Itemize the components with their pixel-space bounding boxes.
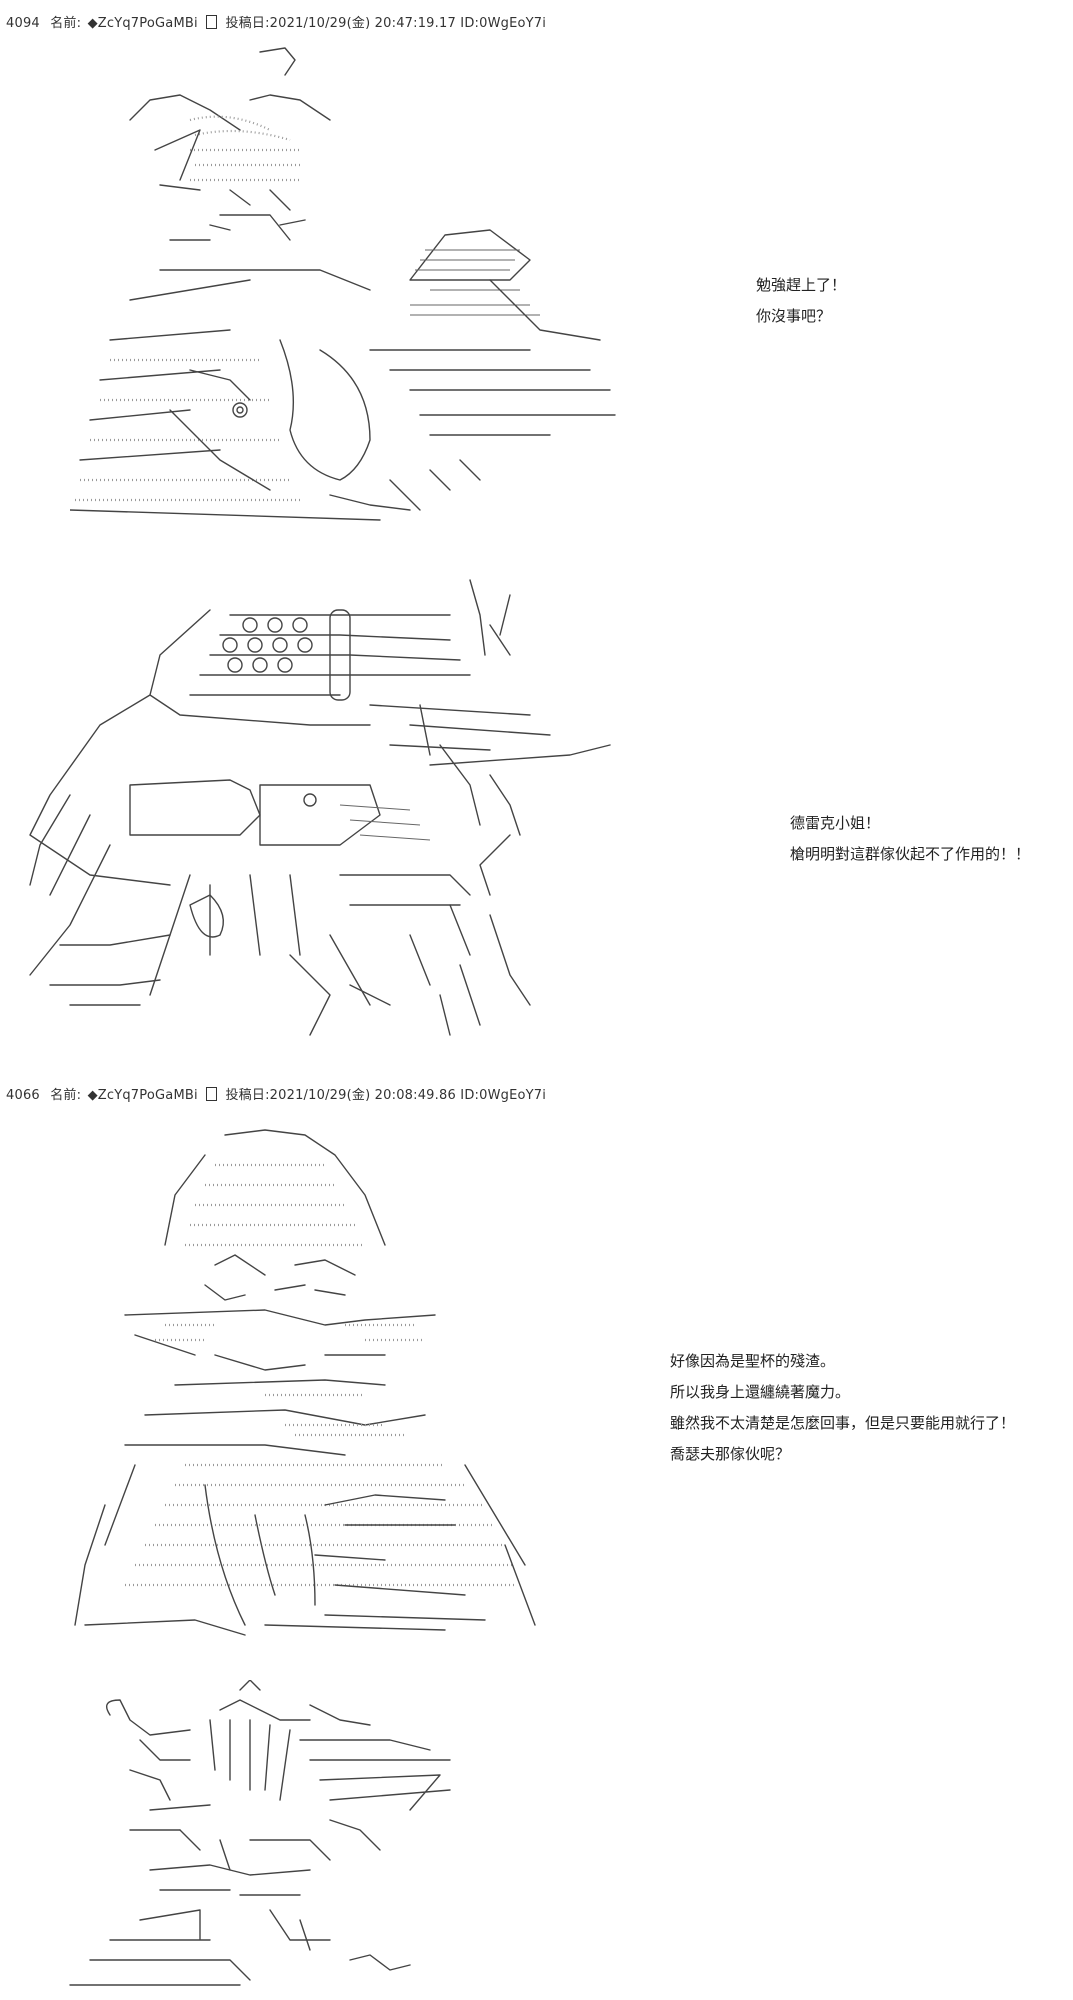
dialog-line: 喬瑟夫那傢伙呢？ [670,1445,791,1463]
dialog-line: 德雷克小姐！ [790,814,881,832]
post-date: 投稿日:2021/10/29(金) 20:47:19.17 [225,16,456,31]
post-date: 投稿日:2021/10/29(金) 20:08:49.86 [225,1088,456,1103]
post-number: 4066 [6,1088,40,1103]
post-id: ID:0WgEoY7i [460,1088,547,1103]
tripcode: ◆ZcYq7PoGaMBi [87,1088,198,1103]
missing-glyph-icon [206,1087,218,1101]
post-header: 4094 名前: ◆ZcYq7PoGaMBi 投稿日:2021/10/29(金)… [6,12,546,31]
dialog-line: 好像因為是聖杯的殘渣。 [670,1352,836,1370]
name-label: 名前: [50,1088,82,1103]
name-label: 名前: [50,16,82,31]
dialog-text: 勉強趕上了！ 你沒事吧？ [756,270,846,332]
dialog-line: 槍明明對這群傢伙起不了作用的！！ [790,845,1031,863]
tripcode: ◆ZcYq7PoGaMBi [87,16,198,31]
dialog-line: 所以我身上還纏繞著魔力。 [670,1383,851,1401]
ascii-art-mech-cannon [10,575,630,1045]
dialog-line: 勉強趕上了！ [756,276,847,294]
dialog-text: 德雷克小姐！ 槍明明對這群傢伙起不了作用的！！ [790,808,1030,870]
post-id: ID:0WgEoY7i [460,16,547,31]
dialog-line: 雖然我不太清楚是怎麼回事，但是只要能用就行了！ [670,1414,1016,1432]
ascii-art-character-shield [70,40,620,530]
missing-glyph-icon [206,15,218,29]
dialog-line: 你沒事吧？ [756,307,832,325]
dialog-text: 好像因為是聖杯的殘渣。 所以我身上還纏繞著魔力。 雖然我不太清楚是怎麼回事，但是… [670,1346,1015,1470]
post-number: 4094 [6,16,40,31]
post-header: 4066 名前: ◆ZcYq7PoGaMBi 投稿日:2021/10/29(金)… [6,1084,546,1103]
ascii-art-figure-bottom [50,1680,470,2000]
ascii-art-woman-portrait [65,1125,565,1645]
